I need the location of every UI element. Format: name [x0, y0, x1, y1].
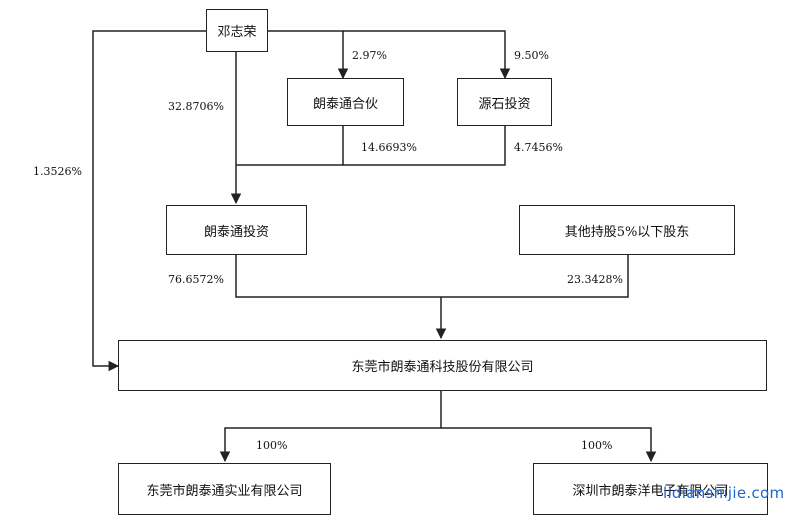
- node-other-holders: 其他持股5%以下股东: [519, 205, 735, 255]
- label-langtai-invest-company: 76.6572%: [168, 273, 224, 286]
- node-company: 东莞市朗泰通科技股份有限公司: [118, 340, 767, 391]
- label-person-yuanshi: 9.50%: [514, 49, 549, 62]
- label-person-partnership: 2.97%: [352, 49, 387, 62]
- node-sub-shenzhen: 深圳市朗泰洋电子有限公司: [533, 463, 768, 515]
- label-company-sub-dongguan: 100%: [256, 439, 288, 452]
- edge-company-sub-shenzhen: [441, 427, 657, 463]
- edge-person-company: [92, 30, 206, 372]
- node-sub-dongguan: 东莞市朗泰通实业有限公司: [118, 463, 331, 515]
- edge-partnership-langtai-invest: [236, 126, 344, 166]
- label-others-company: 23.3428%: [567, 273, 623, 286]
- label-partnership-langtai-invest: 14.6693%: [361, 141, 417, 154]
- node-person: 邓志荣: [206, 9, 268, 52]
- node-langtai-invest: 朗泰通投资: [166, 205, 307, 255]
- label-person-langtai-invest: 32.8706%: [168, 100, 224, 113]
- edge-yuanshi-langtai-invest: [343, 126, 506, 166]
- label-person-company: 1.3526%: [33, 165, 82, 178]
- node-partnership: 朗泰通合伙: [287, 78, 404, 126]
- label-company-sub-shenzhen: 100%: [581, 439, 613, 452]
- edge-person-yuanshi: [343, 30, 511, 80]
- watermark: lidianshijie.com: [663, 484, 785, 502]
- edge-company-subsidiaries: [219, 391, 442, 463]
- edge-person-partnership: [268, 30, 349, 80]
- edge-langtai-invest-company: [235, 255, 441, 298]
- node-yuanshi: 源石投资: [457, 78, 552, 126]
- label-yuanshi-langtai-invest: 4.7456%: [514, 141, 563, 154]
- edge-others-company: [441, 255, 629, 298]
